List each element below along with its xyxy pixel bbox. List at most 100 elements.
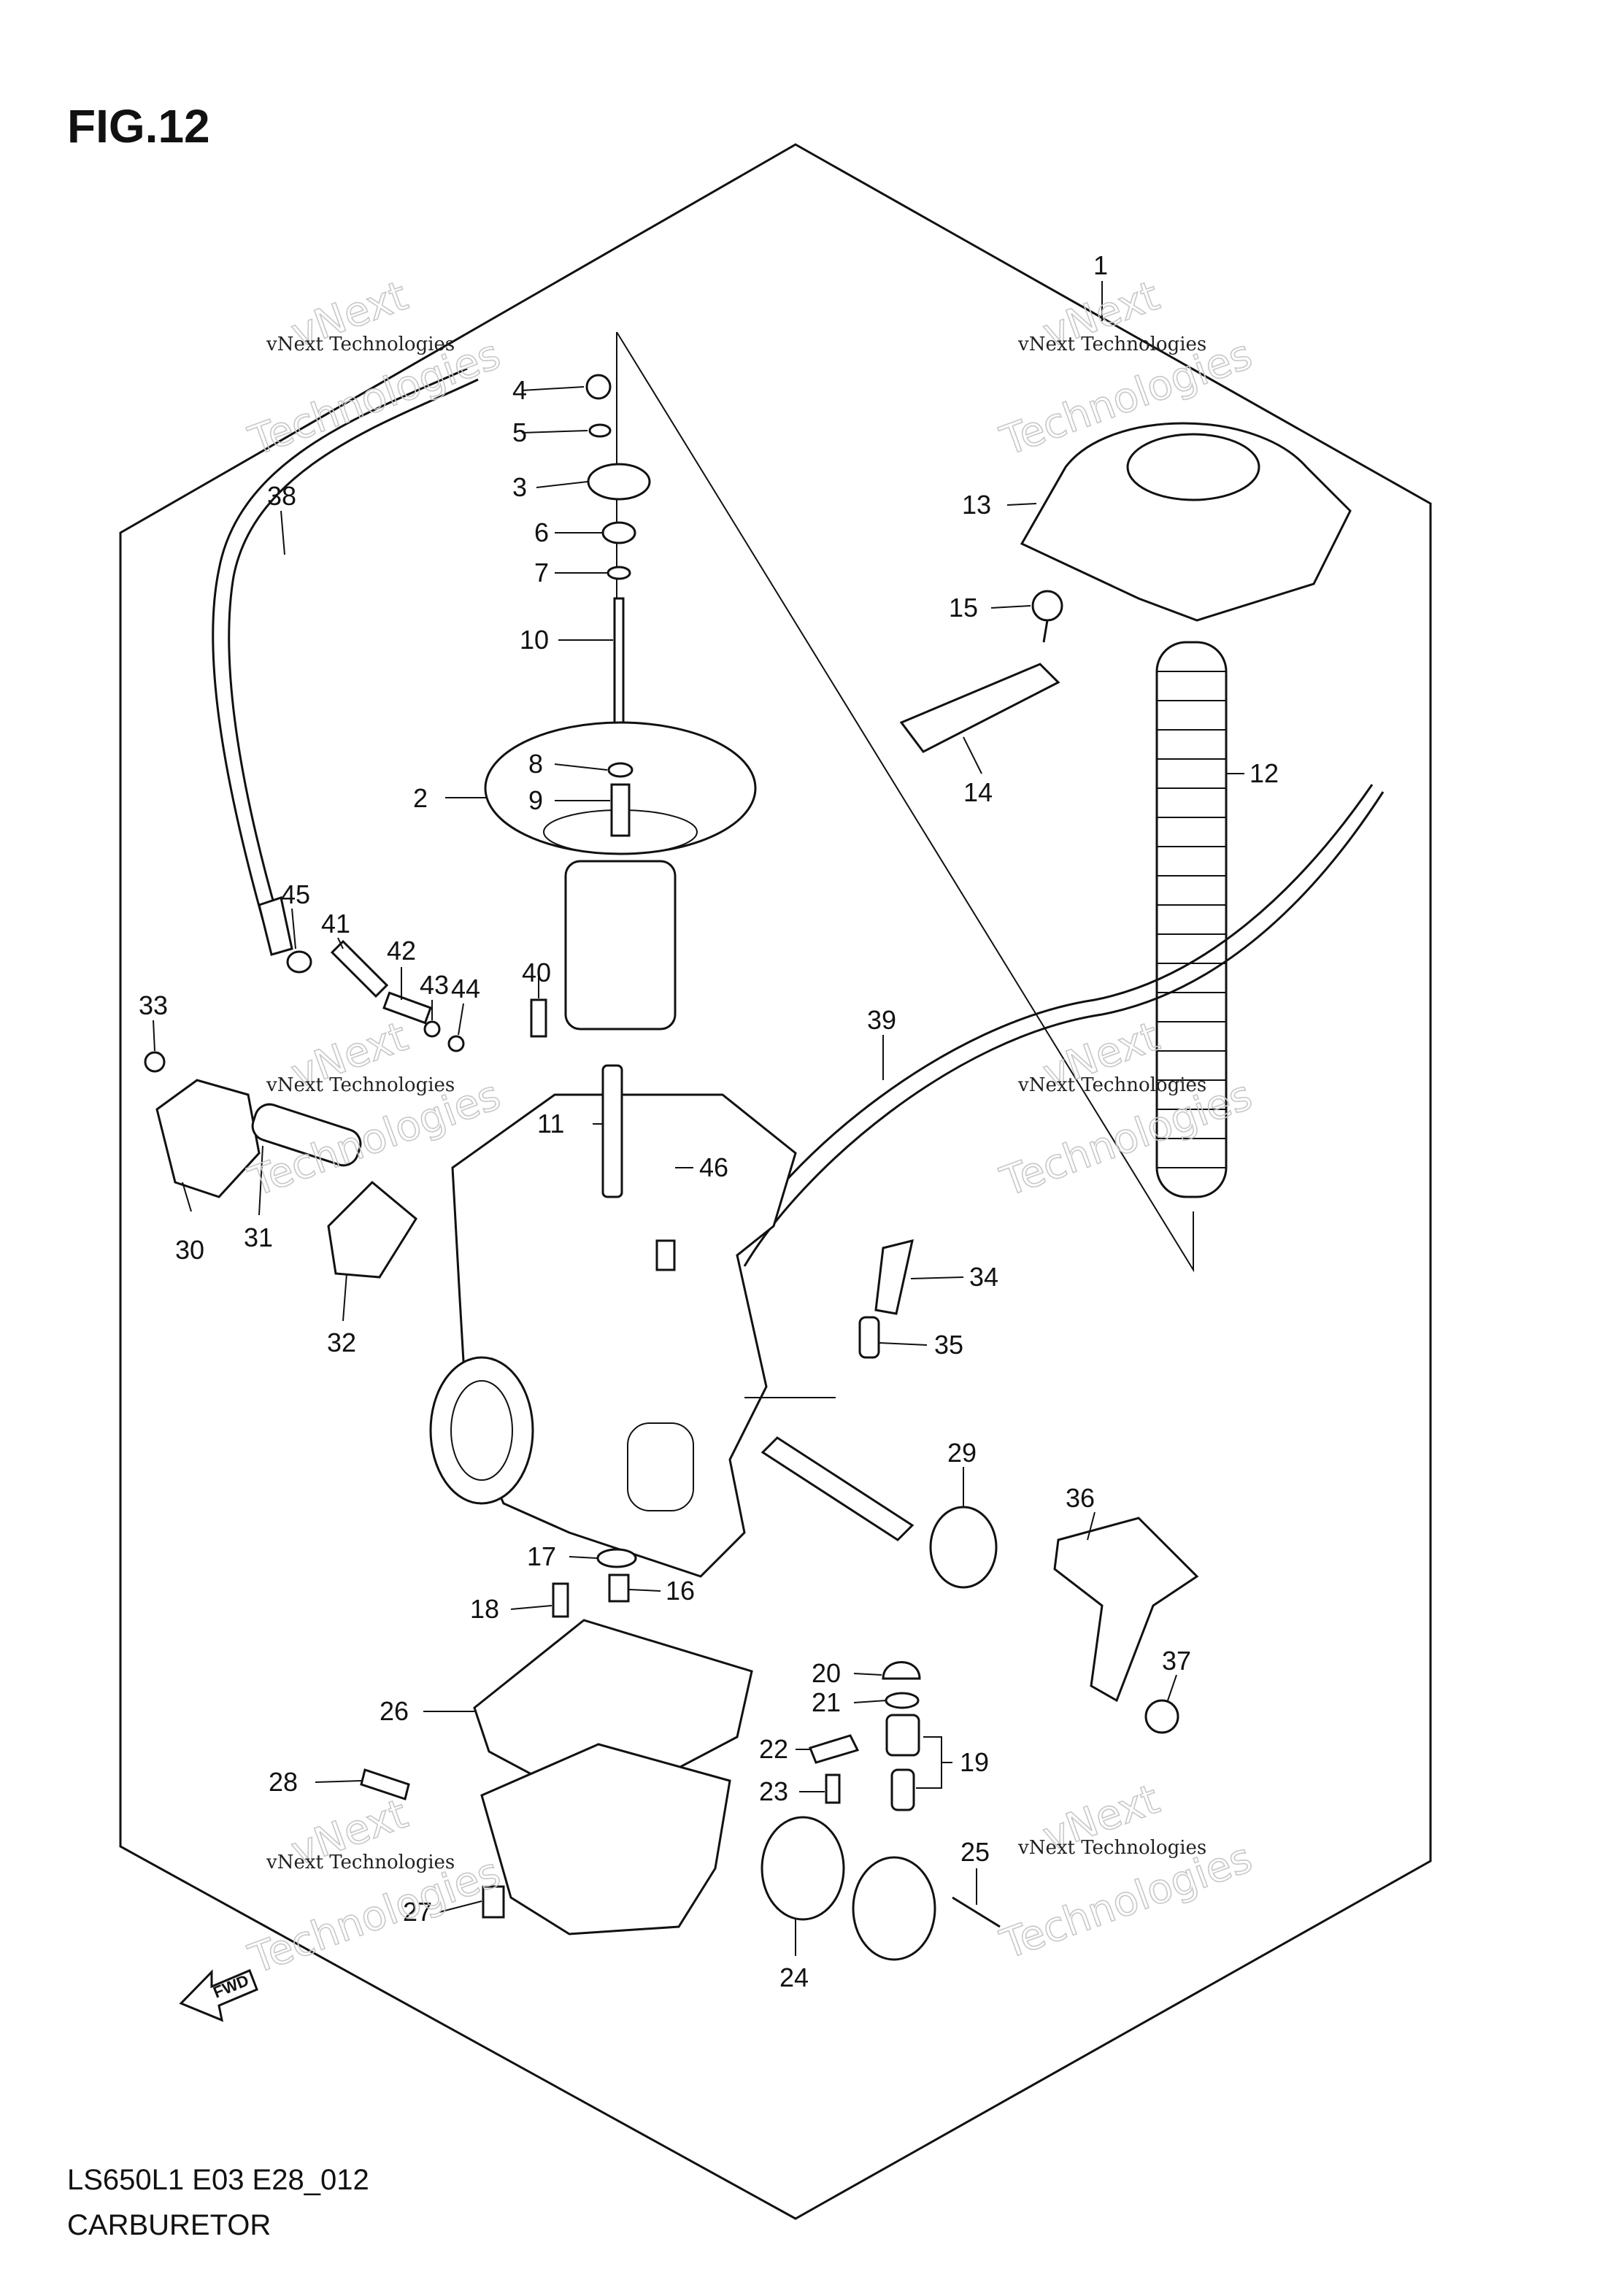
callout-27: 27 — [403, 1897, 432, 1927]
callout-43: 43 — [420, 970, 449, 1000]
jet-18 — [552, 1582, 569, 1618]
screw-33 — [144, 1051, 166, 1073]
figure-caption: CARBURETOR — [67, 2209, 271, 2241]
callout-28: 28 — [269, 1767, 298, 1797]
valve-seat-19 — [885, 1714, 920, 1757]
watermark-bottom-right: vNext vNext Technologies Technologies — [994, 1775, 1259, 1969]
washer-8 — [607, 762, 634, 778]
watermark-bottom-left: vNext vNext Technologies Technologies — [242, 1790, 507, 1984]
figure-title: FIG.12 — [67, 100, 210, 153]
callout-38: 38 — [267, 481, 296, 511]
callout-35: 35 — [934, 1330, 963, 1360]
callout-29: 29 — [947, 1438, 977, 1468]
callout-15: 15 — [949, 593, 978, 623]
callout-7: 7 — [534, 558, 549, 588]
throttle-cable-38 — [212, 367, 479, 920]
jet-16 — [608, 1573, 630, 1603]
gasket-26 — [473, 1619, 753, 1811]
callout-8: 8 — [528, 749, 543, 779]
group-line-piston — [616, 331, 1194, 1273]
callout-33: 33 — [139, 990, 168, 1020]
washer-43 — [423, 1020, 441, 1038]
svg-text:vNext Technologies: vNext Technologies — [1017, 1074, 1206, 1096]
bracket-36 — [1053, 1517, 1199, 1703]
float-bowl — [480, 1743, 731, 1935]
callout-40: 40 — [522, 958, 551, 987]
cable-end-38 — [258, 896, 293, 956]
nut-45 — [286, 950, 312, 974]
screw-28 — [360, 1768, 410, 1800]
callout-41: 41 — [321, 909, 350, 939]
callout-6: 6 — [534, 517, 549, 547]
callout-23: 23 — [759, 1776, 788, 1806]
callout-16: 16 — [666, 1576, 695, 1606]
callout-19: 19 — [960, 1747, 989, 1777]
nut-6 — [601, 521, 636, 544]
callout-17: 17 — [527, 1541, 556, 1571]
screw-46 — [655, 1239, 676, 1271]
top-cap-dome — [1126, 433, 1260, 501]
screw-27 — [482, 1885, 505, 1919]
washer-5 — [588, 423, 612, 438]
callout-46: 46 — [699, 1152, 728, 1182]
callout-42: 42 — [387, 936, 416, 966]
plate-3 — [587, 463, 651, 501]
screw-4 — [585, 374, 612, 400]
svg-text:vNext Technologies: vNext Technologies — [1017, 1837, 1206, 1859]
callout-34: 34 — [969, 1262, 998, 1292]
callout-18: 18 — [470, 1594, 499, 1624]
callout-30: 30 — [175, 1235, 204, 1265]
screw-23 — [825, 1773, 841, 1804]
cap-20 — [882, 1661, 921, 1680]
callout-5: 5 — [512, 417, 527, 447]
screw-15 — [1031, 590, 1063, 622]
top-cap-13 — [1020, 422, 1352, 622]
washer-17 — [596, 1548, 637, 1568]
callout-37: 37 — [1162, 1646, 1191, 1676]
callout-22: 22 — [759, 1734, 788, 1764]
callout-13: 13 — [962, 490, 991, 520]
callout-36: 36 — [1066, 1483, 1095, 1513]
hose-39 — [728, 784, 1385, 1267]
callout-26: 26 — [380, 1696, 409, 1726]
svg-text:vNext Technologies: vNext Technologies — [266, 1074, 455, 1096]
callout-32: 32 — [327, 1328, 356, 1357]
choke-shaft-29 — [761, 1436, 915, 1541]
spring-31 — [251, 1103, 362, 1167]
model-code: LS650L1 E03 E28_012 — [67, 2164, 369, 2196]
callout-14: 14 — [963, 777, 993, 807]
cover-30 — [155, 1079, 261, 1198]
needle-valve-19 — [890, 1768, 915, 1811]
callout-24: 24 — [779, 1962, 809, 1992]
washer-7 — [607, 566, 631, 580]
callout-11: 11 — [537, 1109, 564, 1139]
float-pin-25 — [952, 1896, 1001, 1928]
callout-39: 39 — [867, 1005, 896, 1035]
o-ring-44 — [447, 1035, 465, 1052]
spring-12 — [1155, 641, 1228, 1198]
screw-37 — [1144, 1699, 1179, 1734]
washer-21 — [885, 1692, 920, 1709]
callout-1: 1 — [1093, 250, 1108, 280]
callout-44: 44 — [451, 974, 480, 1003]
watermark-top-left: vNext vNext Technologies Technologies — [242, 271, 507, 466]
svg-text:vNext Technologies: vNext Technologies — [266, 334, 455, 355]
spring-9 — [610, 783, 631, 837]
callout-20: 20 — [812, 1658, 841, 1688]
bracket-14 — [899, 663, 1060, 753]
plunger-34 — [874, 1238, 914, 1315]
callout-4: 4 — [512, 375, 527, 405]
carburetor-body — [429, 1093, 797, 1578]
needle-jet-11 — [601, 1064, 623, 1198]
diaphragm-32 — [327, 1180, 417, 1279]
spring-35 — [858, 1316, 880, 1359]
fwd-arrow-icon: FWD — [179, 1969, 258, 2022]
float-24a — [761, 1816, 845, 1921]
choke-knob-29 — [929, 1506, 998, 1589]
callout-25: 25 — [960, 1837, 990, 1867]
clip-22 — [809, 1734, 860, 1764]
float-24b — [852, 1856, 936, 1961]
spring-42 — [382, 991, 432, 1025]
callout-21: 21 — [812, 1687, 841, 1717]
